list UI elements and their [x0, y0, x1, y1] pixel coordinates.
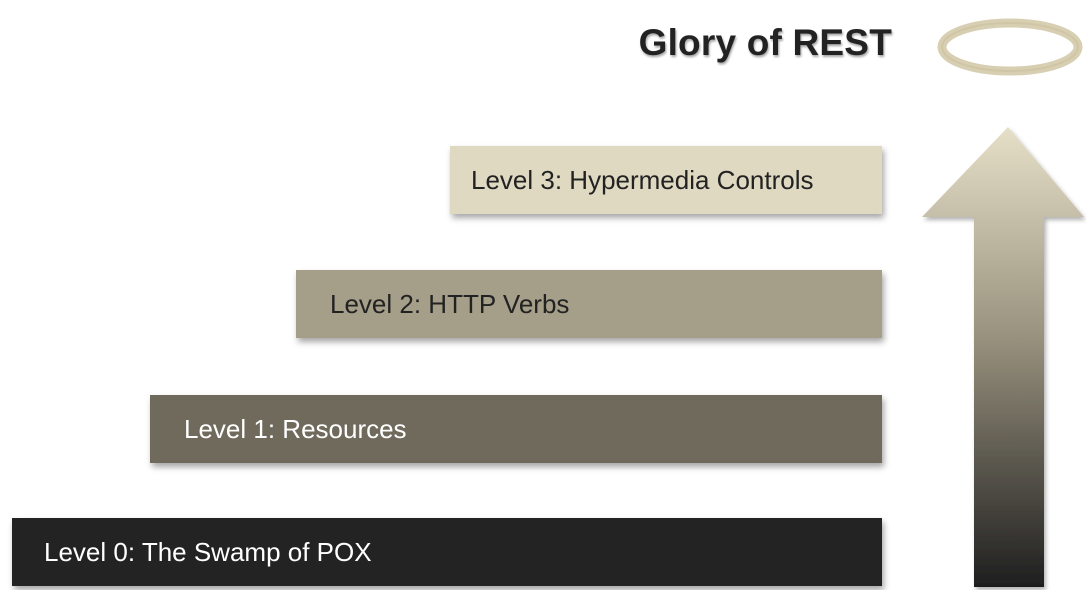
glory-of-rest-title: Glory of REST	[638, 22, 892, 63]
level-3-label: Level 3: Hypermedia Controls	[471, 164, 814, 195]
level-1-step: Level 1: Resources	[150, 395, 882, 463]
halo-icon	[937, 18, 1083, 76]
up-arrow-icon	[922, 127, 1084, 587]
level-3-step: Level 3: Hypermedia Controls	[450, 146, 882, 214]
level-0-label: Level 0: The Swamp of POX	[44, 536, 372, 567]
level-2-label: Level 2: HTTP Verbs	[330, 288, 570, 319]
level-2-step: Level 2: HTTP Verbs	[296, 270, 882, 338]
level-0-step: Level 0: The Swamp of POX	[12, 518, 882, 586]
level-1-label: Level 1: Resources	[184, 413, 407, 444]
